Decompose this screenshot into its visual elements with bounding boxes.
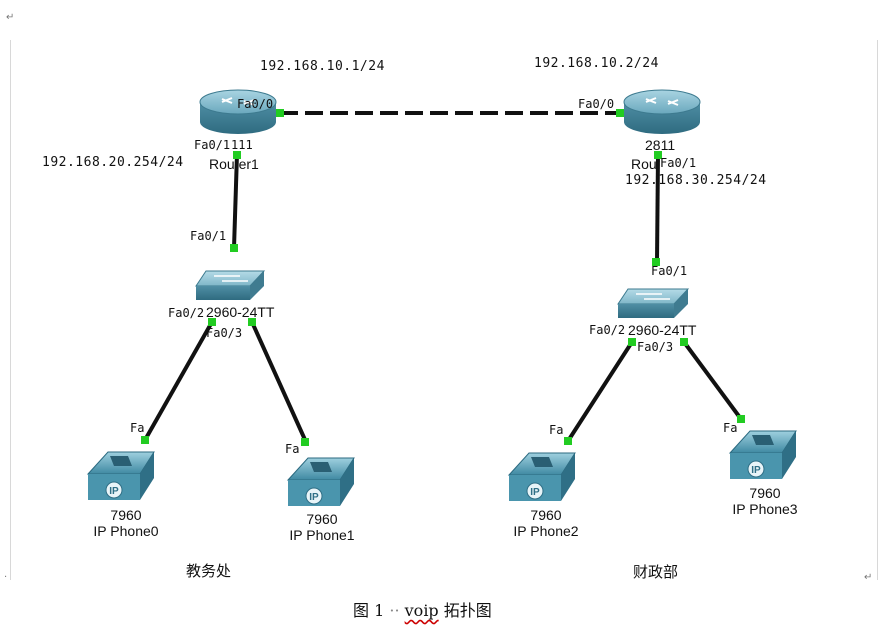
page-frame (10, 40, 878, 580)
port-status-dots (141, 109, 745, 446)
caption-word: voip (404, 601, 439, 620)
phone3-port-label: Fa (723, 421, 738, 435)
router1-port-fa0-1: Fa0/1 (194, 138, 231, 152)
ip-phone0-icon[interactable]: IP (86, 451, 155, 500)
switch2-icon[interactable] (617, 288, 690, 318)
phone1-model: 7960 (306, 511, 338, 527)
phone0-model: 7960 (110, 507, 142, 523)
phone3-caption: 7960 IP Phone3 (725, 485, 805, 517)
router1-to-switch1-link (232, 153, 239, 249)
ip-phone3-icon[interactable]: IP (728, 430, 797, 479)
department-left-label: 教务处 (186, 562, 232, 580)
phone2-name: IP Phone2 (513, 523, 579, 539)
switch2-to-phone2-link (566, 340, 634, 443)
phone0-port-label: Fa (130, 421, 145, 435)
phone1-name: IP Phone1 (289, 527, 355, 543)
router2-to-switch2-link (655, 153, 660, 263)
router1-icon[interactable] (199, 89, 277, 134)
router2-lan-ip-label: 192.168.30.254/24 (625, 173, 767, 188)
svg-text:IP: IP (109, 486, 119, 497)
phone3-name: IP Phone3 (732, 501, 798, 517)
router2-port-fa0-0: Fa0/0 (578, 97, 615, 111)
router2-icon[interactable] (623, 89, 701, 134)
figure-caption: 图 1 ·· voip 拓扑图 (353, 597, 492, 621)
svg-text:IP: IP (530, 487, 540, 498)
router1-model-fragment: 111 (231, 138, 253, 152)
switch2-port-fa0-2: Fa0/2 (589, 323, 626, 337)
switch1-port-fa0-3: Fa0/3 (206, 326, 243, 340)
phone2-port-label: Fa (549, 423, 564, 437)
svg-text:IP: IP (309, 492, 319, 503)
paragraph-mark: ↵ (6, 12, 15, 23)
phone1-port-label: Fa (285, 442, 300, 456)
router1-wan-ip-label: 192.168.10.1/24 (260, 59, 385, 74)
switch1-icon[interactable] (195, 270, 266, 300)
router2-name-fragment: Rou (631, 156, 657, 172)
paragraph-mark: · (4, 572, 8, 583)
switch2-port-fa0-3: Fa0/3 (637, 340, 674, 354)
switch1-port-fa0-1: Fa0/1 (190, 229, 227, 243)
router1-lan-ip-label: 192.168.20.254/24 (42, 155, 184, 170)
switch1-to-phone0-link (143, 321, 214, 441)
switch1-model: 2960-24TT (206, 304, 275, 320)
department-right-label: 财政部 (633, 563, 679, 581)
router1-name: Router1 (209, 156, 259, 172)
svg-text:IP: IP (751, 465, 761, 476)
phone3-model: 7960 (749, 485, 781, 501)
router1-port-fa0-0: Fa0/0 (237, 97, 274, 111)
caption-suffix: 拓扑图 (438, 601, 492, 620)
paragraph-mark: ↵ (864, 572, 873, 583)
router2-wan-ip-label: 192.168.10.2/24 (534, 56, 659, 71)
router2-port-fa0-1: Fa0/1 (660, 156, 697, 170)
phone2-model: 7960 (530, 507, 562, 523)
router2-model: 2811 (645, 137, 676, 153)
switch1-to-phone1-link (250, 321, 308, 443)
phone2-caption: 7960 IP Phone2 (506, 507, 586, 539)
phone0-caption: 7960 IP Phone0 (86, 507, 166, 539)
phone1-caption: 7960 IP Phone1 (282, 511, 362, 543)
switch2-port-fa0-1: Fa0/1 (651, 264, 688, 278)
caption-dots: ·· (389, 601, 400, 620)
switch2-to-phone3-link (682, 340, 743, 421)
phone0-name: IP Phone0 (93, 523, 159, 539)
ip-phone2-icon[interactable]: IP (507, 452, 576, 501)
caption-prefix: 图 1 (353, 601, 385, 620)
switch2-model: 2960-24TT (628, 322, 697, 338)
switch1-port-fa0-2: Fa0/2 (168, 306, 205, 320)
ip-phone1-icon[interactable]: IP (286, 457, 355, 506)
